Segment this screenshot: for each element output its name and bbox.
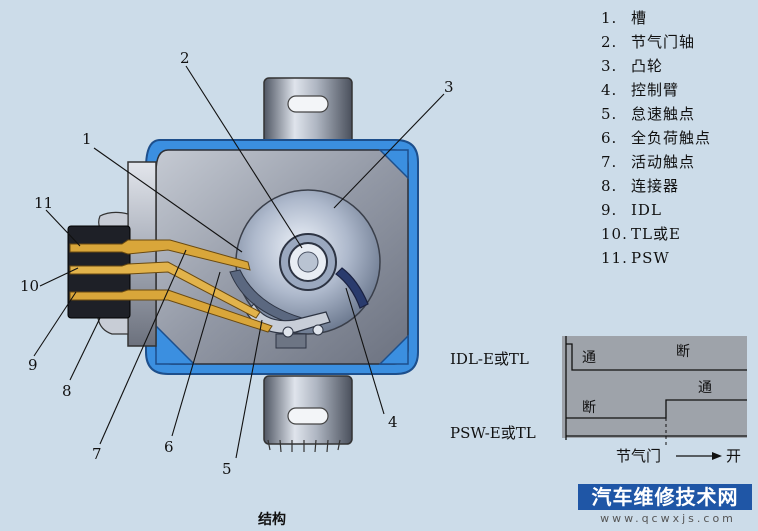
leader-lines (33, 65, 445, 459)
timing-row1-label: IDL-E或TL (450, 350, 529, 368)
legend-item: 11.PSW (601, 246, 711, 270)
legend-label: IDL (631, 201, 662, 219)
top-mounting-tab (263, 77, 353, 159)
bottom-mounting-tab (263, 375, 353, 453)
legend-number: 10. (601, 225, 628, 243)
legend-item: 9. IDL (601, 198, 711, 222)
callout-8: 8 (62, 382, 72, 400)
callout-2: 2 (180, 49, 190, 67)
legend-label: 凸轮 (631, 57, 664, 75)
legend-item: 10.TL或E (601, 222, 711, 246)
legend-label: 活动触点 (631, 153, 696, 171)
legend-number: 1. (601, 9, 618, 27)
legend-number: 7. (601, 153, 618, 171)
callout-7: 7 (92, 445, 102, 463)
callout-10: 10 (20, 277, 39, 295)
diagram-caption: 结构 (258, 511, 286, 528)
legend-item: 5. 怠速触点 (601, 102, 711, 126)
site-watermark: 汽车维修技术网 (578, 484, 752, 510)
legend-number: 9. (601, 201, 618, 219)
legend-label: PSW (631, 249, 670, 267)
timing-row2-label: PSW-E或TL (450, 424, 536, 442)
parts-legend: 1. 槽 2. 节气门轴 3. 凸轮 4. 控制臂 5. 怠速触点 6. 全负荷触点 7. 活… (601, 6, 711, 270)
legend-item: 3. 凸轮 (601, 54, 711, 78)
legend-label: 槽 (631, 9, 648, 27)
legend-item: 8. 连接器 (601, 174, 711, 198)
callout-4: 4 (388, 413, 398, 431)
legend-item: 2. 节气门轴 (601, 30, 711, 54)
legend-number: 4. (601, 81, 618, 99)
timing-row1-off: 断 (676, 344, 690, 360)
legend-number: 2. (601, 33, 618, 51)
legend-item: 6. 全负荷触点 (601, 126, 711, 150)
legend-label: 节气门轴 (631, 33, 696, 51)
callout-9: 9 (28, 356, 38, 374)
timing-axis-end: 开 (726, 447, 741, 465)
throttle-shaft (279, 233, 337, 291)
callout-3: 3 (444, 78, 454, 96)
callout-5: 5 (222, 460, 232, 478)
legend-number: 3. (601, 57, 618, 75)
legend-label: 怠速触点 (631, 105, 696, 123)
legend-label: TL或E (631, 225, 681, 243)
timing-row2-off: 断 (582, 400, 596, 416)
callout-6: 6 (164, 438, 174, 456)
legend-number: 5. (601, 105, 618, 123)
legend-label: 连接器 (631, 177, 680, 195)
timing-axis-label: 节气门 (616, 447, 661, 465)
callout-1: 1 (82, 130, 92, 148)
connector (67, 161, 157, 347)
legend-number: 6. (601, 129, 618, 147)
site-watermark-url: www.qcwxjs.com (600, 512, 736, 525)
cam-slot (335, 267, 369, 309)
contact-strips (69, 239, 273, 333)
legend-label: 全负荷触点 (631, 129, 712, 147)
legend-number: 8. (601, 177, 618, 195)
legend-item: 1. 槽 (601, 6, 711, 30)
timing-row1-on: 通 (582, 350, 596, 366)
callout-11: 11 (34, 194, 53, 212)
legend-item: 7. 活动触点 (601, 150, 711, 174)
timing-row2-on: 通 (698, 380, 712, 396)
legend-item: 4. 控制臂 (601, 78, 711, 102)
legend-number: 11. (601, 249, 628, 267)
legend-label: 控制臂 (631, 81, 680, 99)
timing-chart: IDL-E或TL PSW-E或TL 通 断 断 通 节气门 开 (450, 336, 747, 465)
